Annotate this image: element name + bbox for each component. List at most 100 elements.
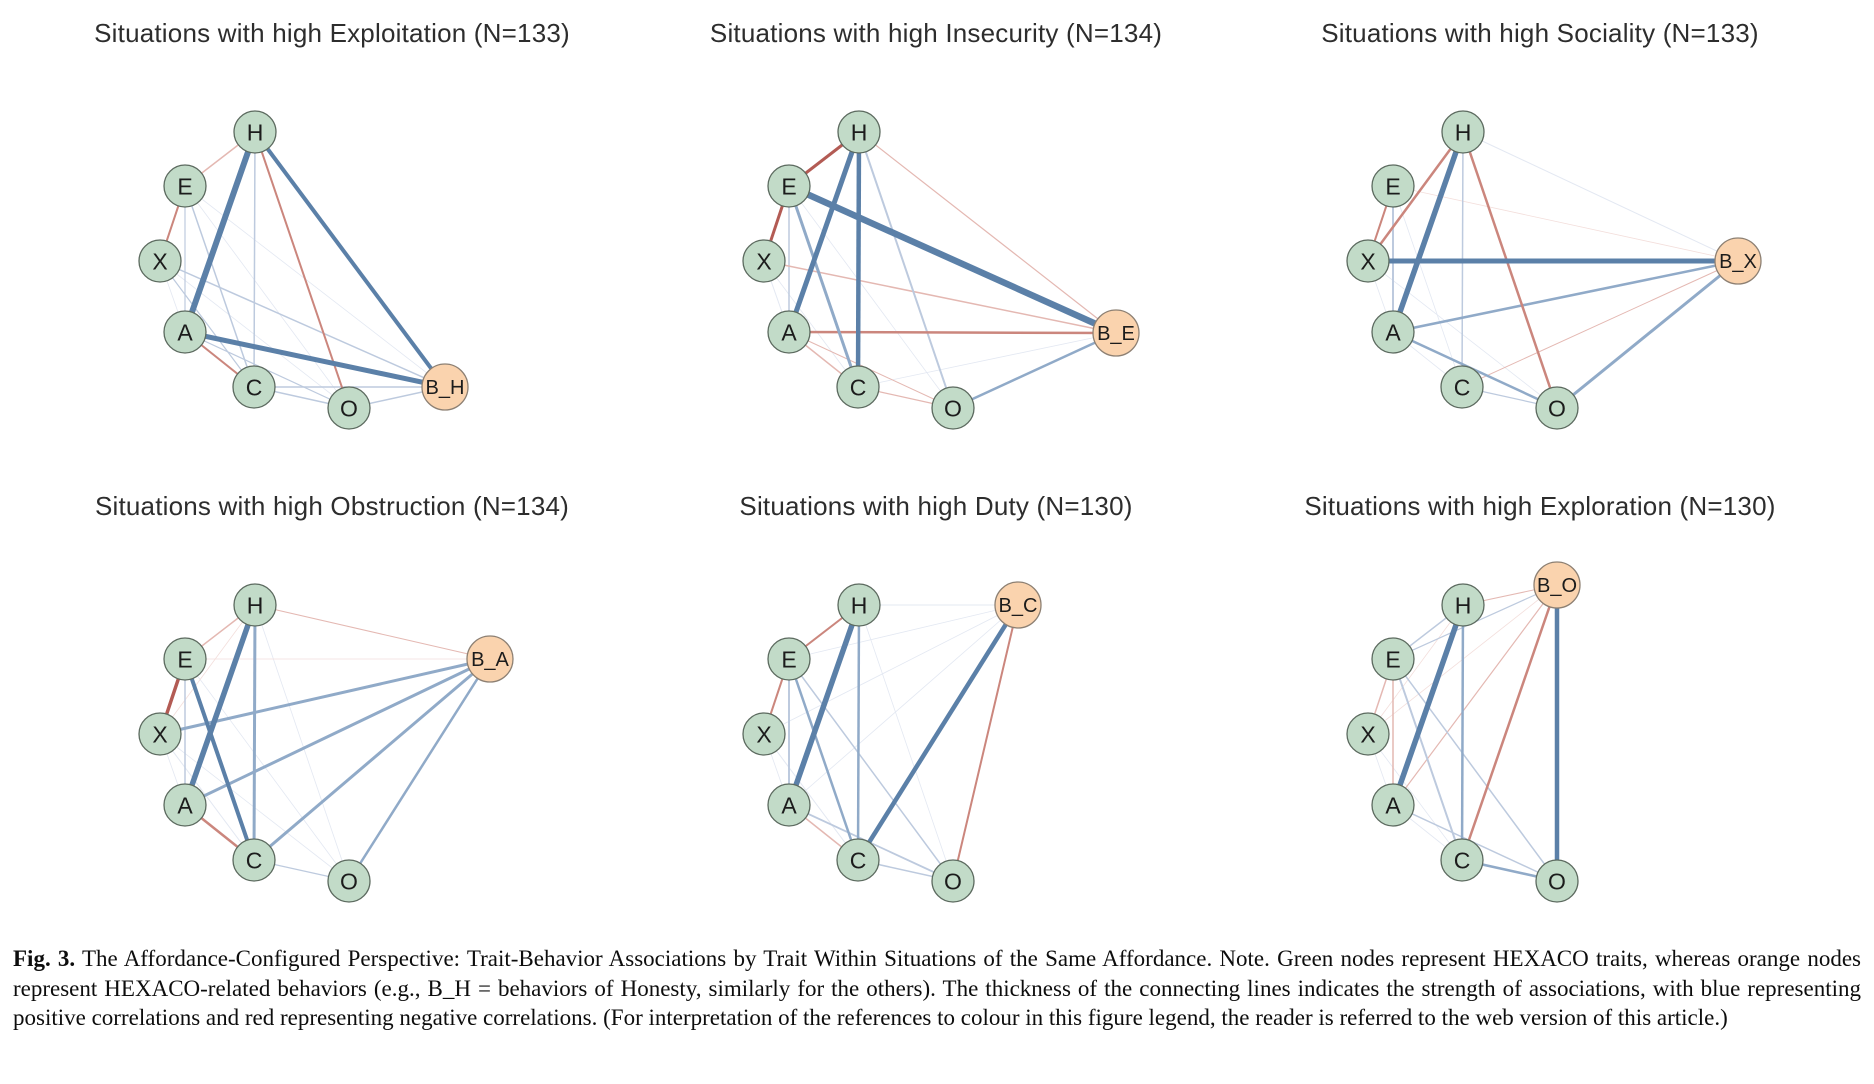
trait-node-X [1346, 712, 1390, 756]
trait-node-C [836, 365, 880, 409]
trait-node-X-label: X [1360, 248, 1375, 274]
trait-node-C [1440, 838, 1484, 882]
trait-node-X-label: X [756, 248, 771, 274]
edge-H-O-pos [858, 604, 954, 882]
edge-H-B-pos [253, 130, 447, 389]
trait-node-E [163, 637, 207, 681]
trait-node-O [931, 859, 975, 903]
trait-node-H-label: H [851, 592, 868, 618]
behavior-node-B_C-label: B_C [999, 595, 1038, 617]
trait-node-A [767, 310, 811, 354]
edge-X-C-pos [763, 733, 859, 861]
edge-H-C-pos [855, 131, 862, 388]
trait-node-X-label: X [152, 248, 167, 274]
edge-E-O-pos [788, 185, 954, 409]
edge-H-B-pos [1462, 131, 1739, 262]
trait-node-X-label: X [1360, 721, 1375, 747]
panel-exploitation: Situations with high Exploitation (N=133… [30, 10, 634, 483]
panel-sociality: Situations with high Sociality (N=133) H… [1238, 10, 1842, 483]
trait-node-O [327, 386, 371, 430]
trait-node-O-label: O [340, 395, 358, 421]
panel-title-insecurity: Situations with high Insecurity (N=134) [709, 18, 1163, 48]
panel-title-duty: Situations with high Duty (N=130) [739, 491, 1133, 521]
trait-node-A [1371, 783, 1415, 827]
panel-insecurity: Situations with high Insecurity (N=134) … [634, 10, 1238, 483]
edge-O-B-pos [1556, 259, 1739, 410]
edge-C-B-pos [856, 603, 1020, 862]
edge-H-O-pos [254, 604, 350, 882]
trait-node-X [1346, 239, 1390, 283]
behavior-node-B_E-label: B_E [1097, 323, 1135, 345]
trait-node-E [1371, 164, 1415, 208]
edge-H-O-pos [858, 131, 954, 409]
edge-X-C-pos [1367, 733, 1463, 861]
behavior-node-B_H [421, 363, 469, 411]
edge-E-B-pos [788, 604, 1019, 660]
trait-node-O-label: O [1548, 868, 1566, 894]
trait-node-X [742, 712, 786, 756]
edge-H-X-neg [1366, 131, 1465, 262]
trait-node-C [232, 365, 276, 409]
trait-node-E-label: E [781, 646, 796, 672]
behavior-node-B_O [1533, 561, 1581, 609]
edge-X-B-neg [763, 260, 1117, 334]
trait-node-H-label: H [1455, 119, 1472, 145]
trait-node-X [138, 712, 182, 756]
panel-title-sociality: Situations with high Sociality (N=133) [1321, 18, 1759, 48]
figure-caption-text: The Affordance-Configured Perspective: T… [13, 946, 1861, 1030]
edge-H-A-pos [786, 131, 862, 333]
edge-E-C-pos [787, 658, 860, 861]
edge-H-C-pos [252, 604, 257, 861]
edge-A-B-pos [1392, 259, 1739, 334]
figure-caption: Fig. 3. The Affordance-Configured Perspe… [13, 944, 1861, 1033]
trait-node-X [742, 239, 786, 283]
trait-node-A-label: A [1385, 792, 1401, 818]
trait-node-C-label: C [850, 847, 867, 873]
trait-node-O-label: O [944, 868, 962, 894]
trait-node-A [1371, 310, 1415, 354]
edge-E-O-pos [1392, 658, 1558, 882]
edge-C-B-neg [1461, 260, 1739, 388]
trait-node-E-label: E [177, 646, 192, 672]
trait-node-O-label: O [340, 868, 358, 894]
trait-node-H [1441, 110, 1485, 154]
behavior-node-B_A-label: B_A [471, 649, 509, 671]
edge-H-A-pos [1390, 131, 1466, 333]
edge-H-X-neg [1367, 604, 1464, 735]
trait-node-E [767, 164, 811, 208]
trait-node-C [1440, 365, 1484, 409]
edge-E-O-pos [788, 658, 954, 882]
trait-node-X [138, 239, 182, 283]
trait-node-A [163, 783, 207, 827]
edge-H-O-neg [1461, 131, 1559, 409]
edge-H-C-pos [856, 604, 861, 861]
edge-H-B-neg [254, 604, 491, 660]
trait-node-O-label: O [944, 395, 962, 421]
trait-node-H-label: H [1455, 592, 1472, 618]
trait-node-H-label: H [851, 119, 868, 145]
edge-E-O-pos [184, 185, 350, 409]
edge-X-C-pos [159, 260, 255, 388]
edge-E-C-pos [1392, 185, 1463, 388]
trait-node-H-label: H [247, 592, 264, 618]
trait-node-E-label: E [1385, 173, 1400, 199]
edge-A-B-neg [1392, 584, 1558, 806]
edge-H-A-pos [182, 131, 258, 333]
edge-H-B-neg [858, 131, 1117, 334]
trait-node-A-label: A [177, 792, 193, 818]
panel-title-exploitation: Situations with high Exploitation (N=133… [94, 18, 570, 48]
edge-A-B-pos [184, 657, 491, 807]
trait-node-C [836, 838, 880, 882]
edge-X-C-pos [159, 733, 255, 861]
edge-E-B-pos [787, 183, 1118, 336]
trait-node-A [767, 783, 811, 827]
trait-node-H [837, 110, 881, 154]
trait-node-E-label: E [781, 173, 796, 199]
behavior-node-B_C [994, 581, 1042, 629]
edge-A-B-pos [184, 329, 446, 390]
panel-title-obstruction: Situations with high Obstruction (N=134) [94, 491, 570, 521]
